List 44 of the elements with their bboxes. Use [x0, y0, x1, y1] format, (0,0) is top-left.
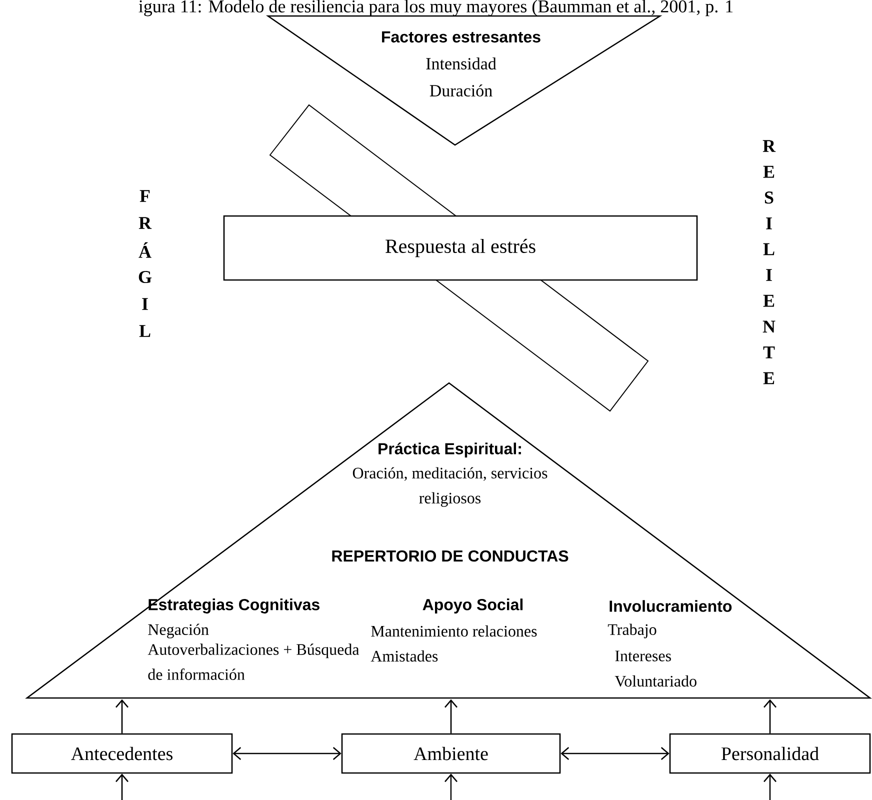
process-box: Ambiente [341, 733, 561, 774]
list-item: Intereses [615, 650, 671, 662]
list-item: Voluntariado [614, 675, 696, 687]
arrow [232, 747, 342, 760]
letter: L [763, 243, 774, 256]
paragraph: Oración, meditación, servicios religiosos [352, 467, 548, 507]
triangle-text: Intensidad Duración [426, 58, 496, 96]
list-item: Amistades [370, 650, 438, 662]
letter: E [763, 166, 774, 178]
letter: L [139, 325, 150, 337]
letter: Á [138, 242, 152, 258]
heading: Práctica Espiritual: [378, 442, 521, 458]
letter: N [762, 320, 776, 332]
letter: I [142, 298, 148, 310]
arrow [560, 747, 670, 760]
list-item: Negación [148, 624, 209, 638]
letter: R [762, 140, 776, 152]
letter: S [764, 192, 774, 204]
list-item: Trabajo [608, 624, 656, 638]
arrow [116, 774, 128, 800]
letter: I [766, 218, 772, 230]
letter: T [763, 346, 775, 358]
process-box: Respuesta al estrés [223, 215, 698, 281]
arrow [444, 699, 458, 734]
letter: E [763, 294, 774, 307]
letter: E [763, 372, 774, 384]
arrow [764, 774, 776, 800]
process-box: Personalidad [669, 733, 871, 774]
letter: G [138, 270, 152, 284]
process-box: Antecedentes [11, 733, 233, 774]
list-item: Mantenimiento relaciones [371, 625, 537, 637]
arrow [764, 699, 776, 734]
arrow [444, 774, 458, 800]
heading: Apoyo Social [422, 598, 523, 614]
letter: I [766, 269, 772, 281]
heading: Estrategias Cognitivas [148, 598, 320, 614]
heading: Involucramiento [610, 600, 732, 612]
heading: REPERTORIO DE CONDUCTAS [332, 550, 568, 562]
letter: R [138, 217, 152, 229]
triangle-heading: Factores estresantes [382, 31, 540, 43]
letter: F [140, 190, 150, 202]
arrow [116, 699, 128, 734]
title: igura 11: Modelo de resiliencia para los muy mayores (Baumman et al., 2001, p. 1 [138, 0, 733, 16]
list-item: Autoverbalizaciones + Búsqueda de información [148, 644, 360, 680]
